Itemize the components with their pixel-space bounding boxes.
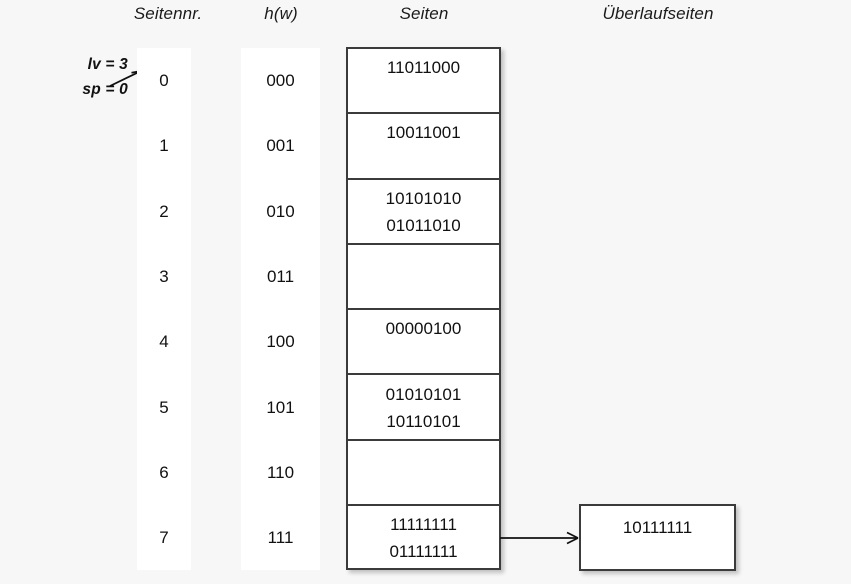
seitennr-cell: 1 bbox=[159, 136, 169, 156]
page-value: 10101010 bbox=[385, 188, 462, 208]
hw-cell: 001 bbox=[266, 136, 295, 156]
page-row: 10011001 bbox=[348, 114, 499, 180]
page-value: 01010101 bbox=[385, 384, 462, 404]
level-split-annotation: lv = 3 sp = 0 bbox=[28, 52, 128, 102]
page-row: 11011000 bbox=[348, 49, 499, 115]
page-row bbox=[348, 245, 499, 311]
hw-cell: 000 bbox=[266, 71, 295, 90]
column-seitennr: 0 1 2 3 4 5 6 7 bbox=[137, 48, 191, 570]
page-row: 10101010 01011010 bbox=[348, 180, 499, 245]
page-row: 00000100 bbox=[348, 310, 499, 376]
hw-cell: 100 bbox=[266, 332, 295, 352]
page-value: 10110101 bbox=[386, 411, 461, 431]
column-hw: 000 001 010 011 100 101 110 111 bbox=[241, 48, 320, 570]
hw-cell: 111 bbox=[267, 528, 294, 548]
seitennr-cell: 7 bbox=[159, 528, 169, 548]
overflow-page: 10111111 bbox=[579, 504, 736, 571]
column-header-seitennr: Seitennr. bbox=[133, 4, 203, 23]
pages-table: 11011000 10011001 10101010 01011010 0000… bbox=[346, 47, 501, 570]
hw-cell: 101 bbox=[266, 397, 295, 417]
seitennr-cell: 0 bbox=[159, 71, 169, 90]
page-value: 00000100 bbox=[385, 319, 462, 339]
page-value: 11011000 bbox=[386, 58, 461, 77]
page-row: 11111111 01111111 bbox=[348, 506, 499, 571]
annotation-sp: sp = 0 bbox=[82, 81, 128, 98]
page-value: 11111111 bbox=[390, 515, 457, 535]
hw-cell: 110 bbox=[266, 462, 295, 482]
column-header-seiten: Seiten bbox=[399, 4, 449, 23]
overflow-page-value: 10111111 bbox=[622, 518, 693, 537]
seitennr-cell: 3 bbox=[159, 266, 169, 286]
seitennr-cell: 2 bbox=[159, 201, 169, 221]
seitennr-cell: 6 bbox=[159, 462, 169, 482]
page-row: 01010101 10110101 bbox=[348, 376, 499, 441]
hw-cell: 010 bbox=[266, 201, 295, 221]
annotation-lv: lv = 3 bbox=[87, 56, 128, 73]
arrow-right-icon bbox=[500, 531, 579, 545]
seitennr-cell: 4 bbox=[159, 332, 169, 352]
page-value: 01011010 bbox=[386, 215, 461, 235]
hw-cell: 011 bbox=[266, 266, 295, 286]
column-header-hw: h(w) bbox=[264, 4, 298, 23]
page-value: 10011001 bbox=[386, 123, 461, 143]
column-header-ueberlaufseiten: Überlaufseiten bbox=[602, 4, 714, 23]
page-row bbox=[348, 441, 499, 507]
page-value: 01111111 bbox=[389, 542, 458, 562]
seitennr-cell: 5 bbox=[159, 397, 169, 417]
